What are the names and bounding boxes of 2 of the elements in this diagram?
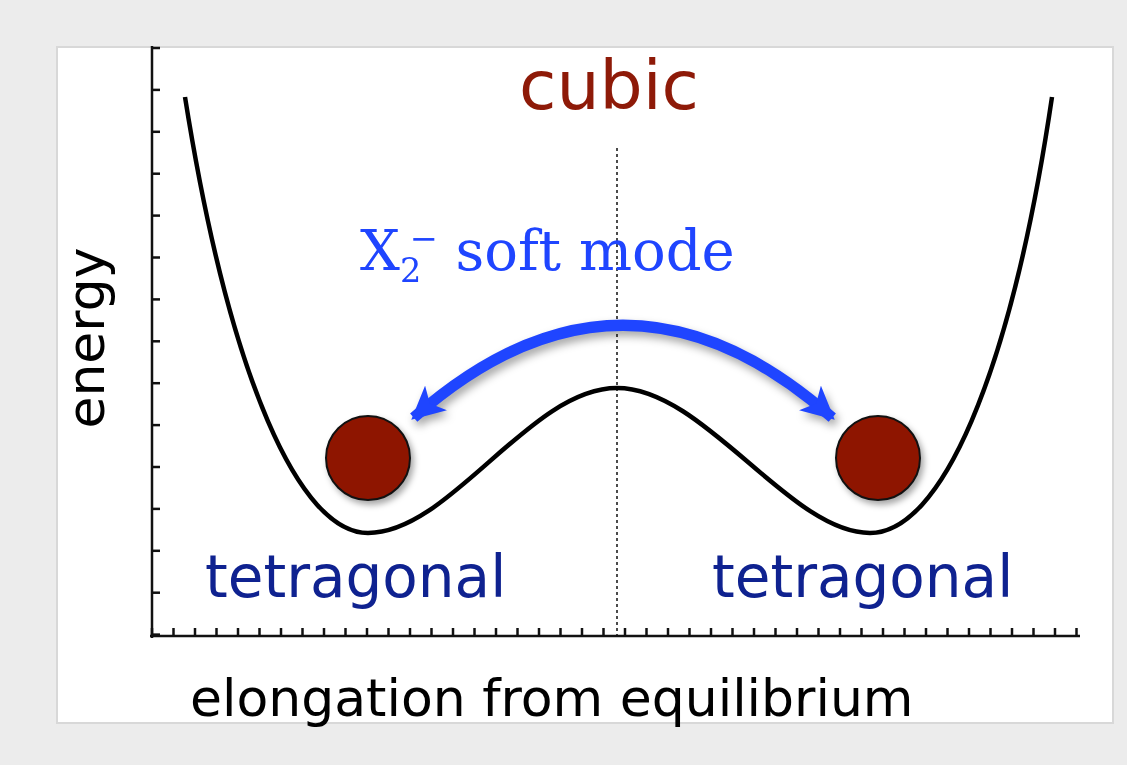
double-arrow	[410, 320, 836, 422]
edge-label: X$_{2}$$^{−}$ soft mode	[360, 222, 735, 288]
